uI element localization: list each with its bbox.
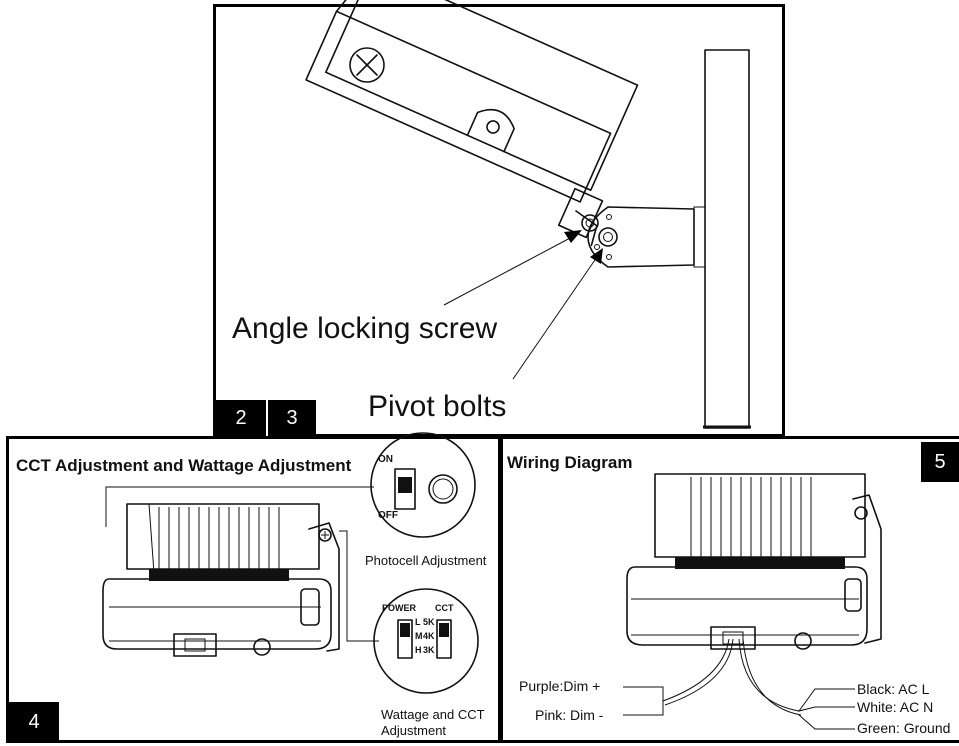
badge-divider bbox=[266, 400, 268, 437]
photocell-detail-bubble bbox=[370, 432, 476, 538]
cct-wattage-panel: CCT Adjustment and Wattage Adjustment bbox=[6, 432, 501, 743]
pivot-bolt-icon bbox=[598, 227, 618, 247]
wattage-cct-label-line1: Wattage and CCT bbox=[381, 707, 485, 722]
power-label: POWER bbox=[382, 603, 417, 613]
angle-locking-screw-label: Angle locking screw bbox=[232, 312, 498, 345]
switch-on-label: ON bbox=[378, 454, 393, 465]
pivot-bolt-leader bbox=[512, 248, 603, 380]
wattage-cct-detail-bubble bbox=[373, 588, 479, 694]
white-wire-label: White: AC N bbox=[857, 699, 934, 715]
fixture-side-drawing bbox=[305, 0, 751, 429]
fixture-housing bbox=[305, 0, 639, 247]
wattage-cct-label-line2: Adjustment bbox=[381, 723, 447, 738]
fixture-front-drawing bbox=[102, 432, 479, 694]
step-badge-3: 3 bbox=[268, 400, 316, 437]
switch-off-label: OFF bbox=[378, 510, 398, 521]
power-level-l: L bbox=[415, 617, 421, 627]
mounting-diagram-panel: Angle locking screw Pivot bolts 2 3 bbox=[213, 0, 785, 437]
wiring-drawing bbox=[623, 473, 882, 730]
step-badge-4: 4 bbox=[9, 702, 59, 743]
power-level-m: M bbox=[415, 631, 423, 641]
step-badge-2: 2 bbox=[216, 400, 266, 437]
pink-wire-label: Pink: Dim - bbox=[535, 707, 604, 723]
step-badge-5: 5 bbox=[921, 442, 959, 482]
wire-bundle-right bbox=[738, 638, 802, 716]
angle-screw-leader bbox=[443, 230, 582, 306]
dim-wire-bracket bbox=[623, 686, 664, 716]
pivot-bolts-label: Pivot bolts bbox=[368, 390, 507, 423]
cct-level-5k: 5K bbox=[423, 617, 435, 627]
green-wire-label: Green: Ground bbox=[857, 720, 951, 736]
power-level-h: H bbox=[415, 645, 422, 655]
cross-screw-icon bbox=[349, 47, 385, 83]
cct-level-3k: 3K bbox=[423, 645, 435, 655]
wire-bundle-left bbox=[662, 638, 734, 706]
cct-panel-title: CCT Adjustment and Wattage Adjustment bbox=[16, 456, 352, 475]
wiring-diagram-panel: Wiring Diagram 5 bbox=[500, 436, 959, 743]
fixture-body bbox=[626, 473, 882, 650]
wiring-diagram-title: Wiring Diagram bbox=[507, 453, 633, 472]
photocell-adjustment-label: Photocell Adjustment bbox=[365, 553, 487, 568]
cct-level-4k: 4K bbox=[423, 631, 435, 641]
angle-locking-screw-icon bbox=[581, 214, 599, 232]
purple-wire-label: Purple:Dim + bbox=[519, 678, 601, 694]
mounting-pole bbox=[693, 49, 751, 429]
black-wire-label: Black: AC L bbox=[857, 681, 930, 697]
cct-label: CCT bbox=[435, 603, 454, 613]
ac-wire-bracket bbox=[797, 688, 855, 730]
fixture-body bbox=[102, 503, 340, 657]
